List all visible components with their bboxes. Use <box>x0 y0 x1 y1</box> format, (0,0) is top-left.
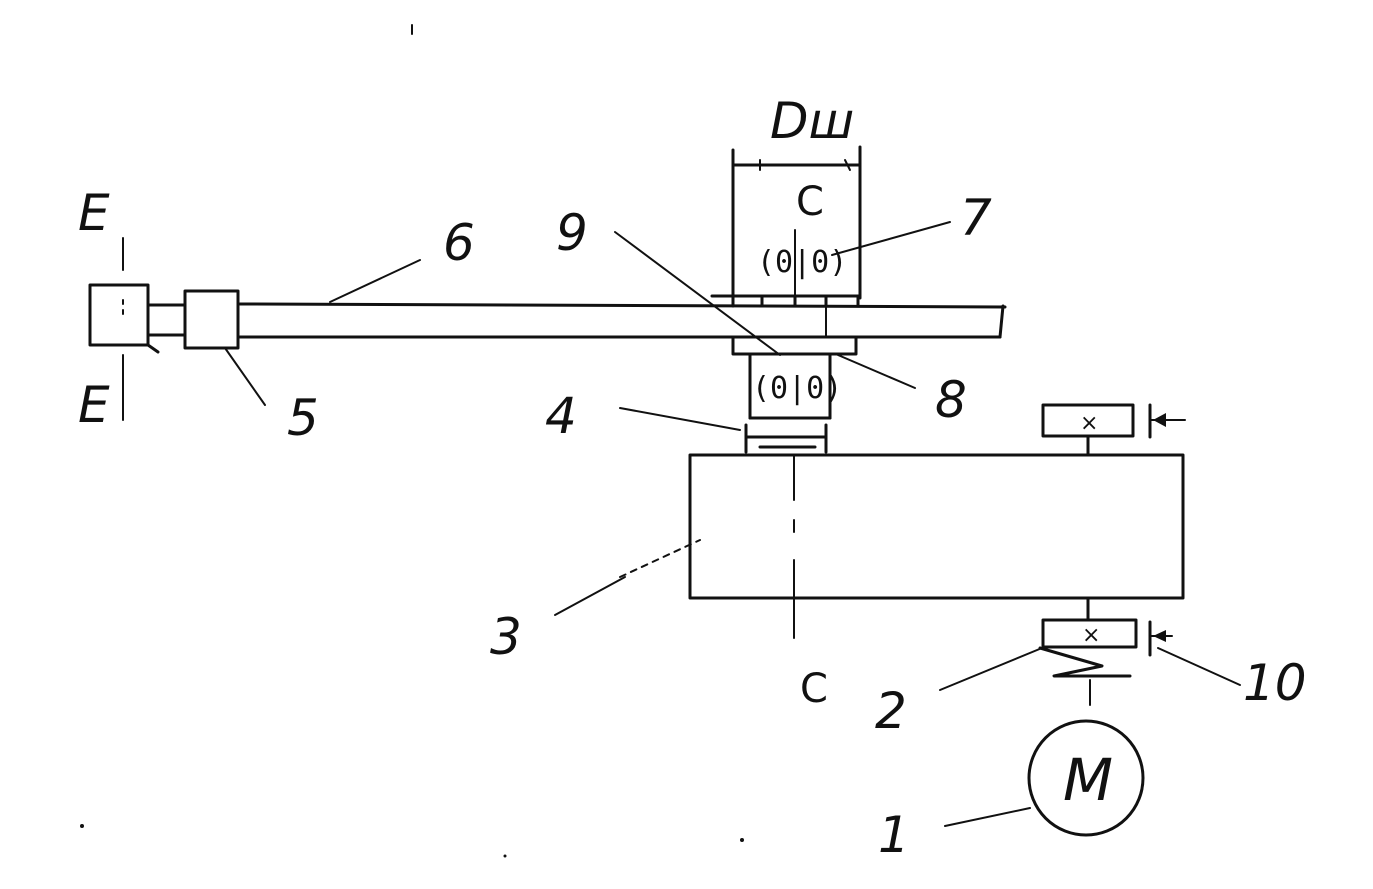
label-3: 3 <box>490 608 522 666</box>
label-1: 1 <box>878 806 910 864</box>
label-10: 10 <box>1243 654 1307 712</box>
scan-specks <box>80 24 744 858</box>
motor-label: M <box>1063 746 1113 814</box>
upper-housing <box>710 145 862 308</box>
spindle-shaft <box>238 302 1007 339</box>
label-8: 8 <box>935 371 967 429</box>
label-9: 9 <box>556 204 588 262</box>
lower-control-box <box>1041 596 1173 657</box>
leader-lines <box>224 221 1241 827</box>
label-2: 2 <box>875 682 907 740</box>
plane-label-e-bottom: E <box>78 376 110 434</box>
section-label-c-top: C <box>796 179 824 225</box>
label-4: 4 <box>545 387 577 445</box>
end-block <box>88 283 187 354</box>
lower-flange-8 <box>731 335 858 356</box>
lower-bearing-assembly <box>744 352 832 454</box>
diagram-labels: Dш C C E E (0|0) (0|0) × × M 1 2 3 4 5 6… <box>78 92 1307 864</box>
section-label-c-bottom: C <box>800 666 828 712</box>
bearing-7-symbol: (0|0) <box>757 245 847 280</box>
dimension-label: Dш <box>770 92 854 150</box>
bearing-9-symbol: (0|0) <box>752 371 842 406</box>
label-7: 7 <box>960 189 992 247</box>
label-6: 6 <box>443 214 475 272</box>
coupling-block-5 <box>183 289 240 350</box>
clutch-2 <box>1038 646 1132 706</box>
upper-box-mark: × <box>1080 411 1098 436</box>
motor-1 <box>1027 719 1145 837</box>
section-axis-c <box>793 229 827 639</box>
label-5: 5 <box>287 389 319 447</box>
lower-box-mark: × <box>1082 623 1100 648</box>
plane-label-e-top: E <box>78 184 110 242</box>
upper-control-box <box>1041 403 1186 457</box>
gearbox-3 <box>619 453 1185 600</box>
